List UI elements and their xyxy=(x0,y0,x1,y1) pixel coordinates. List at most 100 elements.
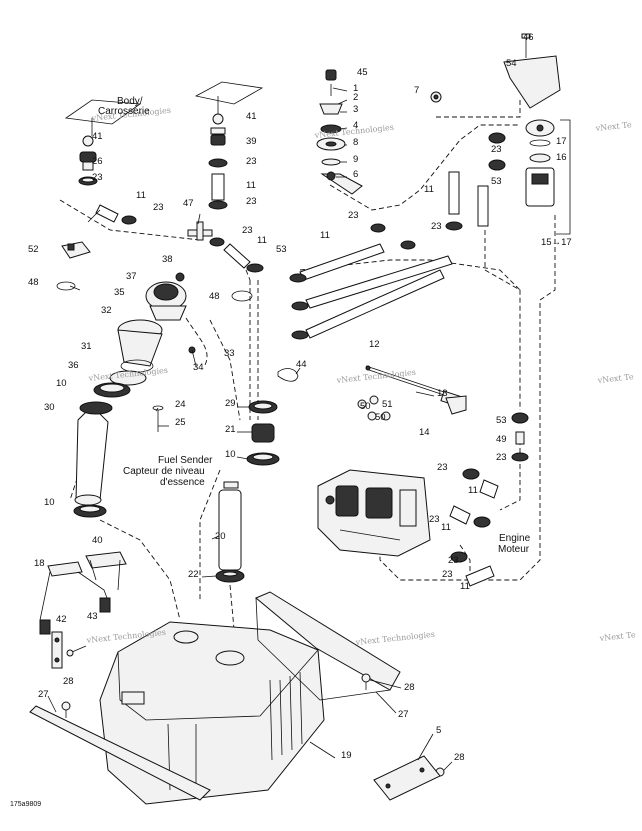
filler-hose xyxy=(73,401,113,518)
callout-number: 48 xyxy=(209,291,220,302)
callout-number: 10 xyxy=(56,378,67,389)
fuel-filter xyxy=(525,119,571,235)
callout-number: 6 xyxy=(353,169,358,180)
callout-number: 29 xyxy=(225,398,236,409)
bracket-42 xyxy=(51,631,63,669)
callout-number: 8 xyxy=(353,137,358,148)
hose-routing-lines xyxy=(59,100,556,641)
callout-number: 19 xyxy=(341,750,352,761)
callout-number: 23 xyxy=(348,210,359,221)
fuel-tank xyxy=(99,621,325,805)
screw-25 xyxy=(152,405,164,432)
callout-number: 44 xyxy=(296,359,307,370)
callout-number: 40 xyxy=(92,535,103,546)
callout-number: 53 xyxy=(496,415,507,426)
fuel-sender-label: Fuel Sender Capteur de niveau d'essence xyxy=(123,455,213,488)
callout-number: 27 xyxy=(398,709,409,720)
callout-number: 20 xyxy=(215,531,226,542)
watermark-text: vNext Te xyxy=(594,120,632,133)
callout-number: 21 xyxy=(225,424,236,435)
callout-number: 33 xyxy=(224,348,235,359)
clamp-44 xyxy=(277,368,299,382)
callout-number: 23 xyxy=(431,221,442,232)
callout-number: 15→17 xyxy=(541,237,572,248)
fuel-sender-label-line1: Fuel Sender xyxy=(158,455,213,466)
watermark-text: vNext Te xyxy=(596,372,634,385)
callout-number: 41 xyxy=(246,111,257,122)
callout-number: 23 xyxy=(242,225,253,236)
callout-number: 50 xyxy=(375,412,386,423)
callout-number: 32 xyxy=(101,305,112,316)
watermark-text: vNext Technologies xyxy=(335,368,416,385)
vent-valve-left xyxy=(78,135,98,186)
callout-number: 13 xyxy=(437,388,448,399)
callout-number: 23 xyxy=(491,144,502,155)
callout-number: 25 xyxy=(175,417,186,428)
callout-number: 5 xyxy=(436,725,441,736)
drawing-code: 175a9809 xyxy=(10,801,41,808)
callout-number: 39 xyxy=(246,136,257,147)
callout-number: 38 xyxy=(162,254,173,265)
connector-49 xyxy=(511,412,529,462)
carburetor xyxy=(317,469,431,557)
callout-number: 34 xyxy=(193,362,204,373)
watermark-text: vNext Technologies xyxy=(354,630,435,647)
screw-43 xyxy=(66,645,87,657)
callout-number: 23 xyxy=(442,569,453,580)
callout-number: 43 xyxy=(87,611,98,622)
callout-number: 11 xyxy=(136,190,146,201)
callout-number: 1 xyxy=(353,83,358,94)
screws-28 xyxy=(61,673,445,777)
callout-number: 50 xyxy=(360,401,371,412)
rail-27-right xyxy=(255,591,401,701)
callout-number: 3 xyxy=(353,104,358,115)
callout-number: 27 xyxy=(38,689,49,700)
callout-number: 23 xyxy=(437,462,448,473)
callout-number: 28 xyxy=(454,752,465,763)
washers-50-51 xyxy=(357,395,391,421)
callout-number: 30 xyxy=(44,402,55,413)
leader-lines xyxy=(47,87,453,771)
tee-fitting xyxy=(187,221,213,241)
vent-valve-right xyxy=(208,113,228,210)
body-label-line1: Body/ xyxy=(117,96,143,107)
callout-number: 24 xyxy=(175,399,186,410)
callout-number: 41 xyxy=(92,131,103,142)
callout-number: 4 xyxy=(353,120,358,131)
callout-number: 28 xyxy=(63,676,74,687)
callout-number: 23 xyxy=(246,196,257,207)
callout-number: 10 xyxy=(44,497,55,508)
callout-number: 22 xyxy=(188,569,199,580)
callout-number: 23 xyxy=(448,555,459,566)
callout-number: 35 xyxy=(114,287,125,298)
callout-number: 23 xyxy=(92,172,103,183)
fuel-sender xyxy=(215,400,280,583)
callout-number: 48 xyxy=(28,277,39,288)
cap-tether xyxy=(185,317,208,367)
fuel-sender-label-line3: d'essence xyxy=(160,477,205,488)
callout-number: 52 xyxy=(28,244,39,255)
callout-number: 11 xyxy=(460,581,470,592)
engine-label: Engine Moteur xyxy=(498,533,531,555)
rail-27-left xyxy=(29,705,211,801)
vent-hose-center xyxy=(209,237,264,273)
callout-number: 49 xyxy=(496,434,507,445)
filter-clamps xyxy=(445,132,506,231)
clamp-48-left xyxy=(56,281,81,291)
callout-number: 26 xyxy=(92,156,103,167)
callout-number: 2 xyxy=(353,92,358,103)
callout-number: 23 xyxy=(496,452,507,463)
callout-number: 7 xyxy=(414,85,419,96)
strap-40 xyxy=(85,551,127,591)
callout-number: 16 xyxy=(556,152,567,163)
filler-cap-assembly xyxy=(145,272,187,321)
fuel-sender-label-line2: Capteur de niveau xyxy=(123,466,205,477)
watermark-text: vNext Te xyxy=(598,630,636,643)
callout-number: 53 xyxy=(491,176,502,187)
body-label-line2: Carrosserie xyxy=(98,106,150,117)
callout-number: 11 xyxy=(441,522,451,533)
callout-number: 12 xyxy=(369,339,380,350)
